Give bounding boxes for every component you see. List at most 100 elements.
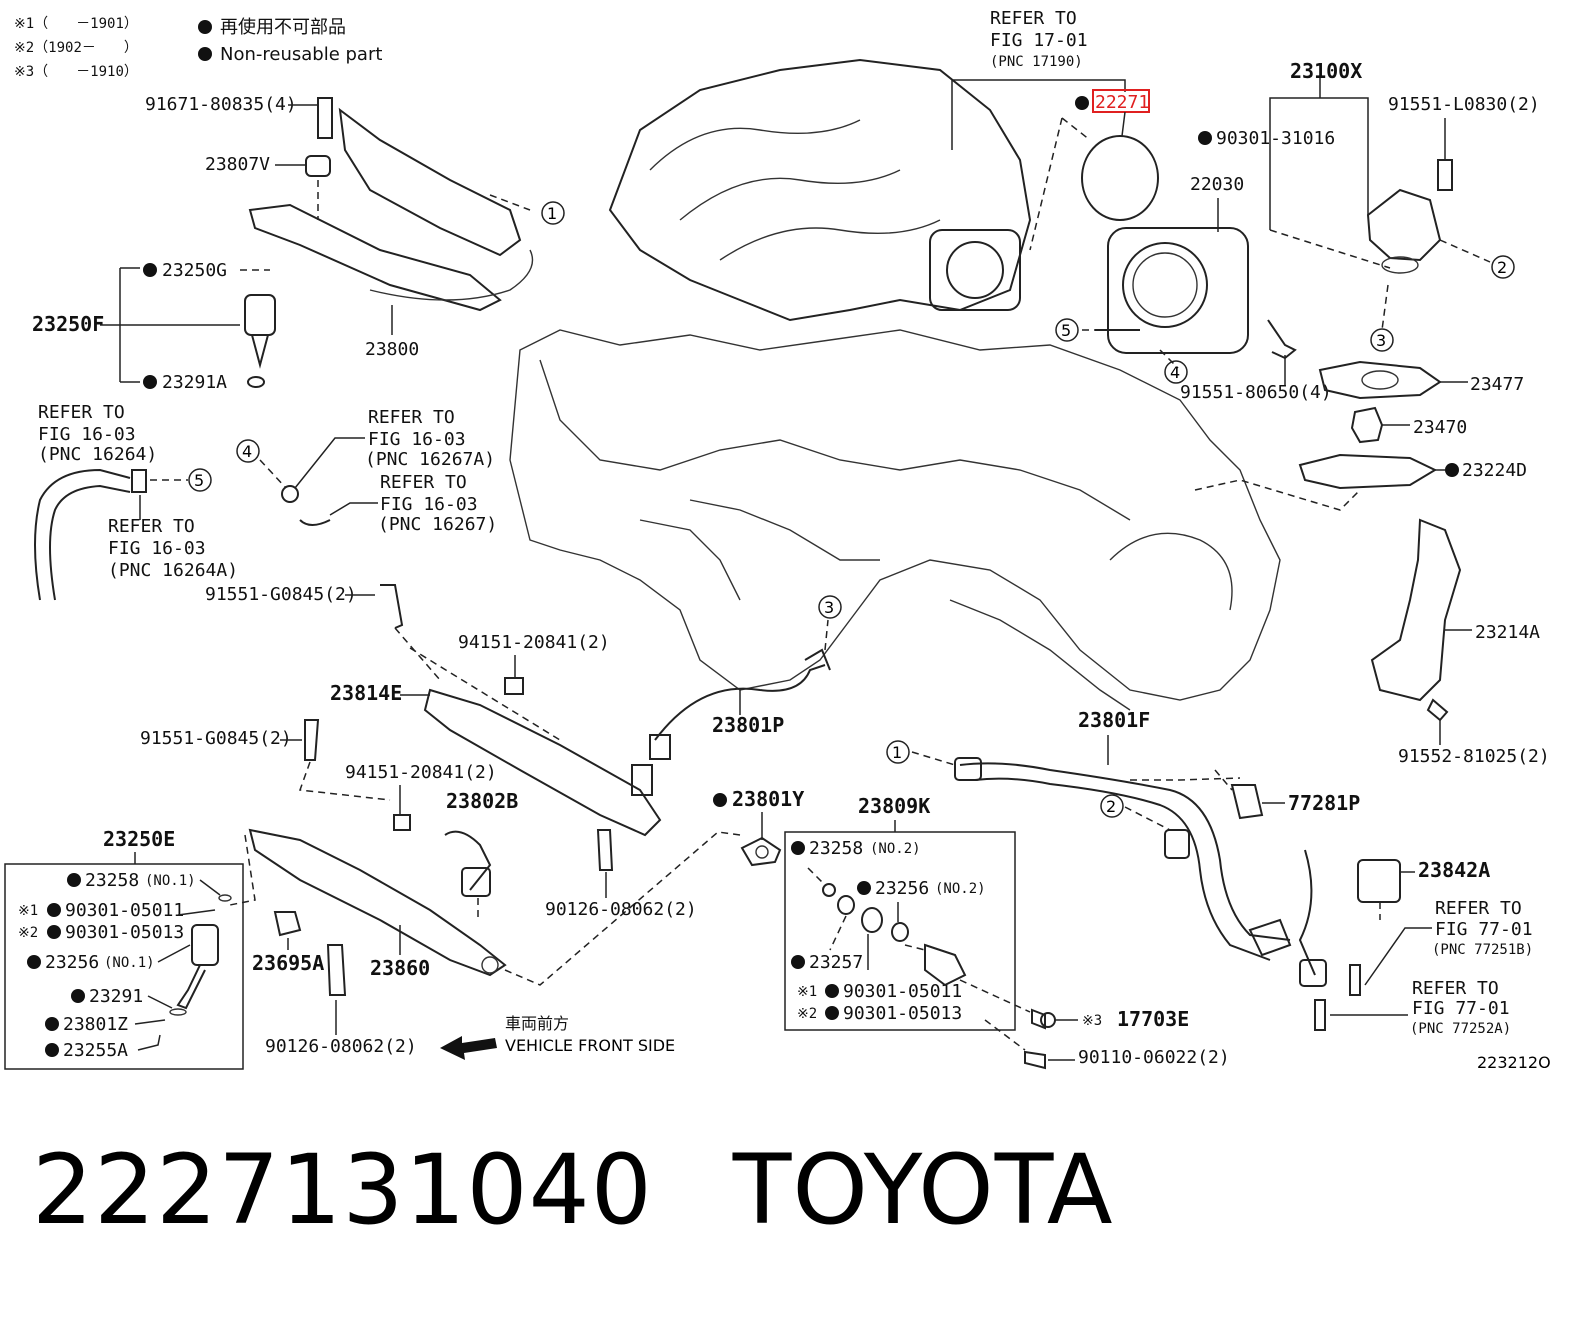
- injector-group-23250f[interactable]: 23250G 23250F 23291A: [32, 260, 276, 393]
- svg-text:REFER TO: REFER TO: [1435, 898, 1522, 919]
- part-22030-label: 22030: [1190, 174, 1244, 195]
- non-reusable-icon: [45, 1017, 59, 1031]
- non-reusable-icon: [45, 1043, 59, 1057]
- svg-text:FIG 17-01: FIG 17-01: [990, 30, 1088, 51]
- throttle-body[interactable]: 22030 91551-80650(4): [1082, 174, 1332, 403]
- ref-circle-2b: 2: [1100, 794, 1124, 818]
- part-17703e-label: 17703E: [1117, 1007, 1189, 1031]
- non-reusable-icon: [47, 903, 61, 917]
- non-reusable-icon: [67, 873, 81, 887]
- svg-text:FIG 77-01: FIG 77-01: [1435, 919, 1533, 940]
- injector-kit-23250e[interactable]: 23250E 23258 (NO.1) ※1 90301-05011 ※2 90…: [4, 827, 244, 1070]
- part-23224d-label: 23224D: [1462, 460, 1527, 481]
- part-22271[interactable]: 22271: [1029, 89, 1159, 251]
- part-23250e-label: 23250E: [103, 827, 175, 851]
- non-reusable-icon: [791, 955, 805, 969]
- engine-outline: [509, 329, 1281, 711]
- ref-circle-5: 5: [1055, 318, 1079, 342]
- part-23257-label: 23257: [809, 952, 863, 973]
- svg-text:(PNC 77252A): (PNC 77252A): [1410, 1021, 1511, 1037]
- ref-circle-4: 4: [1164, 360, 1188, 384]
- non-reusable-icon: [27, 955, 41, 969]
- svg-text:FIG 16-03: FIG 16-03: [108, 538, 206, 559]
- highlight-box: [1092, 89, 1150, 113]
- part-23470-label: 23470: [1413, 417, 1467, 438]
- mark-n2: ※2: [18, 925, 38, 941]
- non-reusable-icon: [1198, 131, 1212, 145]
- vehicle-front-jp: 車両前方: [505, 1014, 569, 1033]
- part-23801y[interactable]: 23801Y: [713, 787, 804, 867]
- mark-n2-b: ※2: [797, 1006, 817, 1022]
- svg-text:REFER TO: REFER TO: [990, 8, 1077, 29]
- part-91551-g0845-a-label: 91551-G0845(2): [205, 584, 357, 605]
- part-23291a-label: 23291A: [162, 372, 227, 393]
- non-reusable-icon: [1075, 96, 1089, 110]
- legend: ※1（ －1901） ※2（1902－ ） ※3（ －1910） 再使用不可部品…: [14, 16, 382, 80]
- footer-brand: TOYOTA: [732, 1134, 1114, 1246]
- svg-text:5: 5: [1061, 321, 1071, 340]
- svg-text:1: 1: [892, 743, 902, 762]
- arrow-left-icon: [440, 1036, 497, 1060]
- ref-circle-5b: 5: [188, 468, 212, 492]
- part-91551-l0830-label: 91551-L0830(2): [1388, 94, 1540, 115]
- hose-23801f[interactable]: 23801F: [911, 708, 1361, 1031]
- clips-sensors[interactable]: 77281P 23842A: [1214, 769, 1490, 920]
- non-reusable-en: Non-reusable part: [220, 44, 382, 65]
- part-23256-no2-label: 23256: [875, 878, 929, 899]
- svg-text:2: 2: [1106, 797, 1116, 816]
- vehicle-front-indicator: 車両前方 VEHICLE FRONT SIDE: [440, 1014, 675, 1060]
- non-reusable-icon: [825, 984, 839, 998]
- gasket-ring: [1081, 135, 1159, 221]
- sensor-kit-23809k[interactable]: 23809K 23258 (NO.2) 23256 (NO.2) 23257 ※…: [784, 794, 1031, 1051]
- fuel-pump-group[interactable]: 23100X 90301-31016 91551-L0830(2): [1198, 59, 1540, 331]
- bottom-right-fasteners[interactable]: ※3 17703E 90110-06022(2): [1024, 1007, 1230, 1070]
- part-90301-05011-a-label: 90301-05011: [65, 900, 184, 921]
- pump-mount-parts[interactable]: 23477 23470 23224D: [1194, 360, 1527, 511]
- lower-fuel-rails[interactable]: 91551-G0845(2) 94151-20841(2) 23814E 238…: [140, 584, 831, 1057]
- part-90301-05013-a-label: 90301-05013: [65, 922, 184, 943]
- bullet-icon: [198, 20, 212, 34]
- part-23100x-label: 23100X: [1290, 59, 1362, 83]
- ref-circle-1b: 1: [886, 740, 910, 764]
- part-23801f-label: 23801F: [1078, 708, 1150, 732]
- svg-text:(PNC 16264A): (PNC 16264A): [108, 560, 238, 581]
- part-90301-05013-b-label: 90301-05013: [843, 1003, 962, 1024]
- bracket-23214a[interactable]: 23214A 91552-81025(2): [1370, 518, 1550, 767]
- no1-tag-b: (NO.1): [104, 955, 155, 971]
- mark-n3: ※3: [1082, 1013, 1102, 1029]
- part-23256-no1-label: 23256: [45, 952, 99, 973]
- svg-text:(PNC 16267): (PNC 16267): [378, 514, 497, 535]
- svg-text:(PNC 17190): (PNC 17190): [990, 54, 1083, 70]
- svg-text:3: 3: [1376, 331, 1386, 350]
- non-reusable-icon: [143, 263, 157, 277]
- note-1: ※1（ －1901）: [14, 16, 138, 32]
- no1-tag: (NO.1): [145, 873, 196, 889]
- svg-text:REFER TO: REFER TO: [38, 402, 125, 423]
- ref-circle-1: 1: [541, 201, 565, 225]
- part-23802b-label: 23802B: [446, 789, 518, 813]
- bullet-icon: [198, 47, 212, 61]
- part-23800-label: 23800: [365, 339, 419, 360]
- part-23258-no2-label: 23258: [809, 838, 863, 859]
- ref-circle-3b: 3: [818, 595, 842, 619]
- refer-fig-77-01-group: REFER TO FIG 77-01 (PNC 77251B) REFER TO…: [1330, 898, 1533, 1037]
- part-23258-no1-label: 23258: [85, 870, 139, 891]
- upper-fuel-rail[interactable]: 91671-80835(4) 23807V 23800: [145, 94, 534, 360]
- part-94151-20841-b-label: 94151-20841(2): [345, 762, 497, 783]
- part-91551-g0845-b-label: 91551-G0845(2): [140, 728, 292, 749]
- no2-tag: (NO.2): [870, 841, 921, 857]
- figure-id: 223212O: [1477, 1053, 1551, 1072]
- part-90126-08062-a-label: 90126-08062(2): [545, 899, 697, 920]
- ref-circle-4b: 4: [236, 439, 260, 463]
- ref-circle-2: 2: [1491, 255, 1515, 279]
- part-90110-06022-label: 90110-06022(2): [1078, 1047, 1230, 1068]
- part-91671-80835-label: 91671-80835(4): [145, 94, 297, 115]
- part-23291-label: 23291: [89, 986, 143, 1007]
- note-2: ※2（1902－ ）: [14, 40, 138, 56]
- svg-text:FIG 16-03: FIG 16-03: [38, 424, 136, 445]
- part-23695a-label: 23695A: [252, 951, 324, 975]
- part-23250g-label: 23250G: [162, 260, 227, 281]
- non-reusable-icon: [825, 1006, 839, 1020]
- non-reusable-icon: [857, 881, 871, 895]
- part-23250f-label: 23250F: [32, 312, 104, 336]
